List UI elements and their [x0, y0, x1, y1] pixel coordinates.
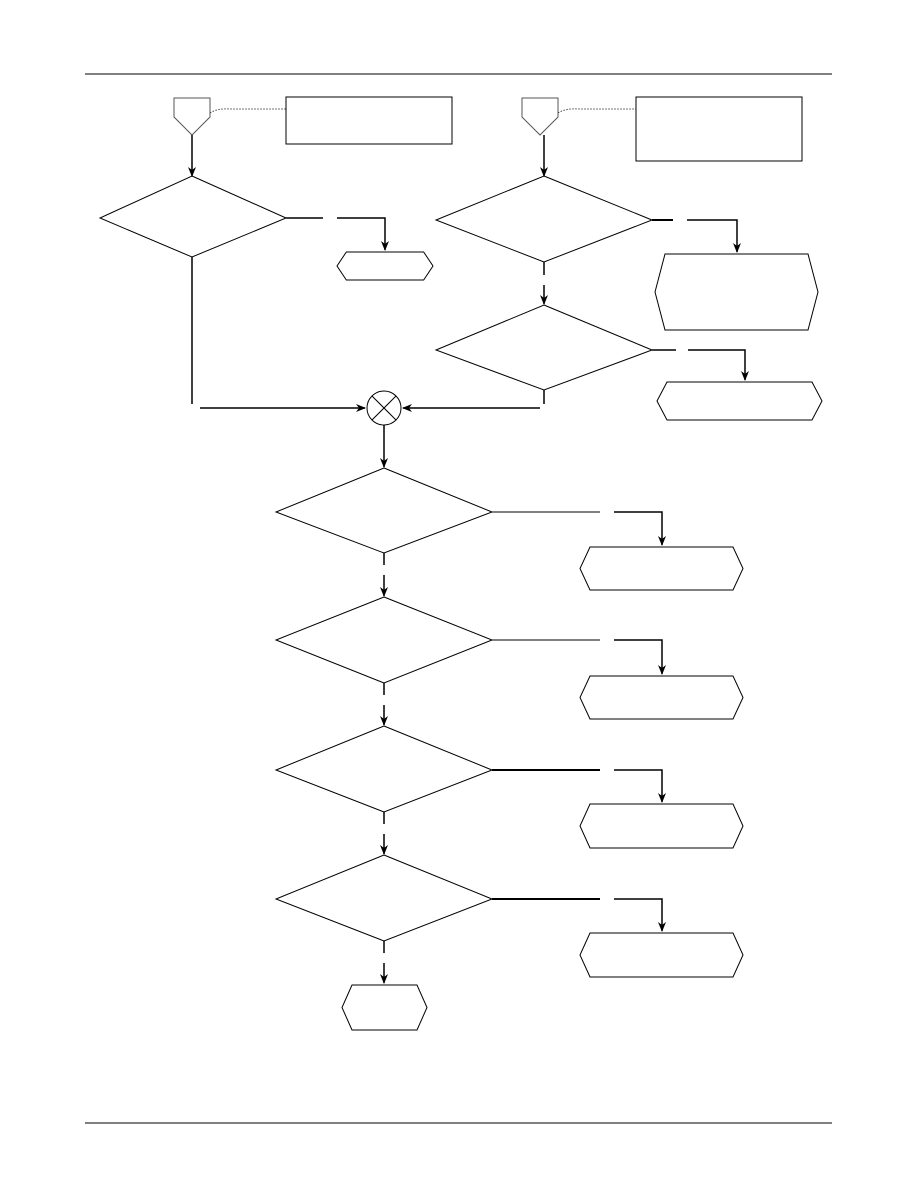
terminal-end	[341, 984, 428, 1031]
decision-3	[434, 304, 654, 391]
annotation-box-left	[285, 96, 453, 145]
flow-arrow	[614, 898, 666, 932]
annotation-link-left	[209, 108, 286, 114]
flow-arrow	[614, 511, 666, 546]
terminal-4	[579, 546, 744, 591]
offpage-connector-right	[521, 97, 559, 136]
decision-6	[274, 725, 494, 813]
terminal-5	[579, 675, 744, 720]
decision-2	[434, 175, 654, 263]
terminal-3	[656, 381, 823, 421]
flow-arrow	[614, 639, 666, 675]
offpage-connector-left	[173, 97, 211, 136]
decision-7	[274, 854, 494, 942]
terminal-1	[336, 251, 434, 281]
terminal-2	[654, 253, 819, 331]
annotation-box-right	[635, 96, 803, 162]
flow-arrow	[688, 349, 749, 381]
decision-1	[98, 175, 288, 258]
flow-arrow	[337, 217, 389, 251]
decision-5	[274, 596, 494, 684]
junction-cross	[371, 395, 397, 421]
flow-arrow	[614, 769, 666, 803]
annotation-link-right	[557, 108, 636, 114]
flow-arrow	[687, 219, 741, 253]
decision-4	[274, 467, 494, 554]
terminal-7	[579, 932, 744, 978]
terminal-6	[579, 803, 744, 849]
